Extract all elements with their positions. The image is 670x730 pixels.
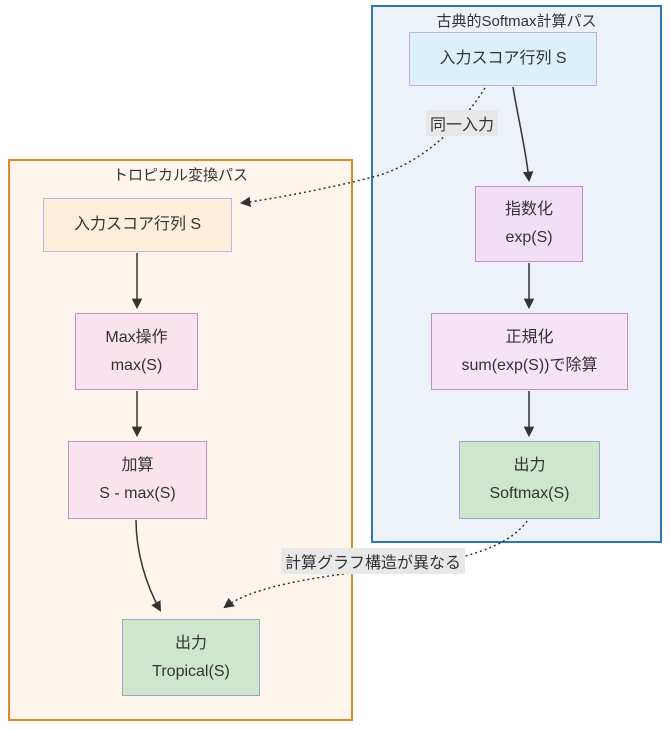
tropical-cluster-title: トロピカル変換パス [112,167,248,184]
node-sublabel: Tropical(S) [152,662,230,680]
node-sublabel: Softmax(S) [489,485,570,502]
classic-cluster-title: 古典的Softmax計算パス [436,13,597,30]
node-classic-input: 入力スコア行列 S [409,32,597,86]
node-label: Max操作 [105,328,168,346]
node-tropical-input: 入力スコア行列 S [43,198,232,252]
node-tropical-output: 出力 Tropical(S) [122,619,260,696]
node-classic-output: 出力 Softmax(S) [459,441,600,519]
node-label: 入力スコア行列 S [73,216,202,233]
node-sublabel: sum(exp(S))で除算 [461,356,598,374]
node-label: 指数化 [504,201,553,218]
node-label: 正規化 [505,328,554,346]
node-label: 出力 [513,457,546,474]
node-label: 入力スコア行列 S [439,50,567,67]
edge-label-different-structure: 計算グラフ構造が異なる [281,548,466,574]
node-label: 出力 [174,634,207,652]
node-sublabel: S - max(S) [99,485,176,502]
node-label: 加算 [121,457,154,474]
edge-label-same-input: 同一入力 [426,110,499,136]
node-sublabel: exp(S) [505,229,553,246]
node-sublabel: max(S) [110,356,163,374]
node-tropical-max: Max操作 max(S) [75,313,198,390]
node-classic-exp: 指数化 exp(S) [475,186,583,262]
node-tropical-add: 加算 S - max(S) [68,441,207,519]
node-classic-normalize: 正規化 sum(exp(S))で除算 [431,313,628,390]
